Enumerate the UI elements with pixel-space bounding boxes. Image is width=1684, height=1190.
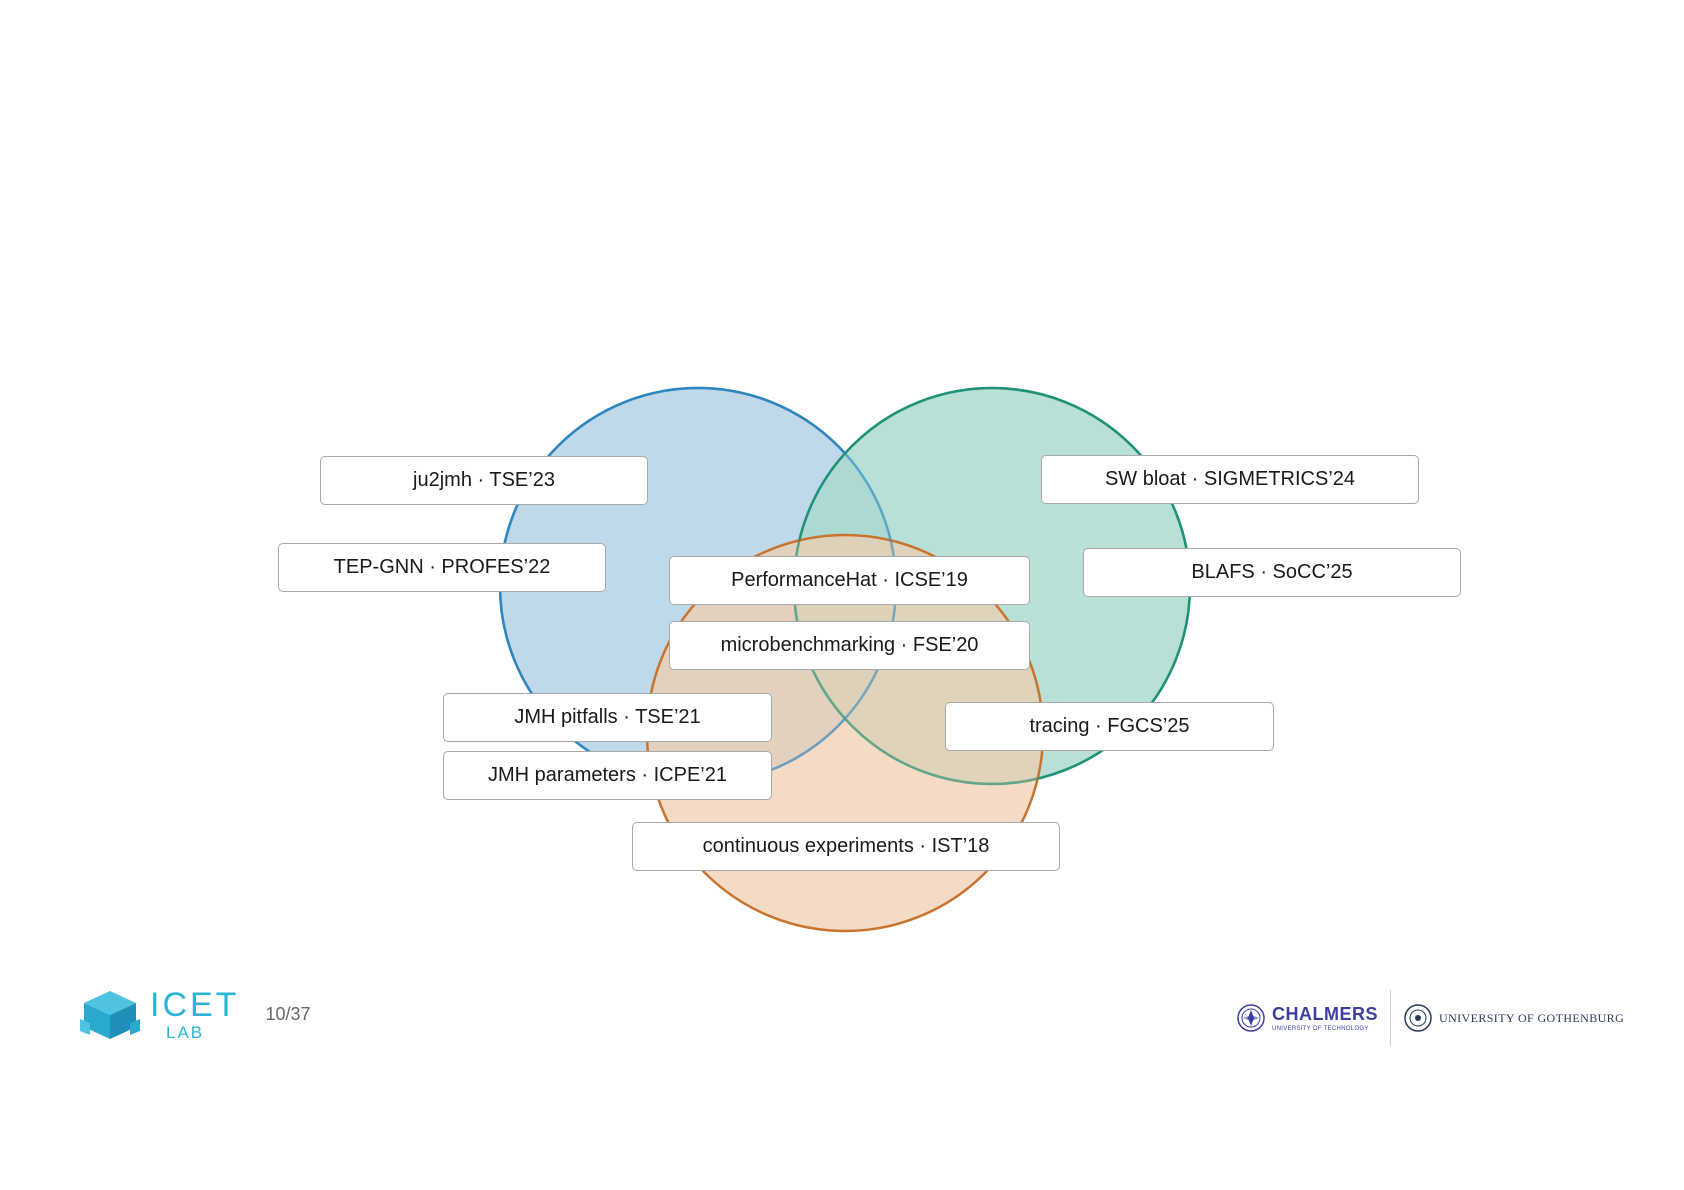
chalmers-subtitle: UNIVERSITY OF TECHNOLOGY — [1272, 1025, 1369, 1032]
gu-logo: UNIVERSITY OF GOTHENBURG — [1403, 1003, 1624, 1033]
chalmers-seal-icon — [1237, 1004, 1265, 1032]
footer-divider — [1390, 990, 1391, 1046]
pub-jmh-parameters: JMH parameters · ICPE’21 — [443, 751, 772, 800]
pub-microbenchmarking: microbenchmarking · FSE’20 — [669, 621, 1030, 670]
pub-tep-gnn: TEP-GNN · PROFES’22 — [278, 543, 606, 592]
icet-sub-wordmark: LAB — [166, 1023, 205, 1042]
pub-tracing: tracing · FGCS’25 — [945, 702, 1274, 751]
footer-right: CHALMERS UNIVERSITY OF TECHNOLOGY UNIVER… — [1236, 990, 1624, 1046]
page-number: 10/37 — [265, 1004, 311, 1024]
pub-ju2jmh: ju2jmh · TSE’23 — [320, 456, 648, 505]
gu-wordmark: UNIVERSITY OF GOTHENBURG — [1439, 1010, 1625, 1025]
cube-icon — [80, 990, 140, 1039]
footer-left: ICET LAB 10/37 — [80, 988, 311, 1041]
pub-blafs: BLAFS · SoCC’25 — [1083, 548, 1461, 597]
icet-wordmark: ICET — [150, 986, 240, 1024]
pub-performancehat: PerformanceHat · ICSE’19 — [669, 556, 1030, 605]
gu-seal-icon — [1404, 1004, 1432, 1032]
chalmers-logo: CHALMERS UNIVERSITY OF TECHNOLOGY — [1236, 1003, 1378, 1033]
pub-sw-bloat: SW bloat · SIGMETRICS’24 — [1041, 455, 1419, 504]
chalmers-wordmark: CHALMERS — [1272, 1003, 1378, 1024]
icet-logo: ICET LAB — [80, 988, 239, 1041]
pub-jmh-pitfalls: JMH pitfalls · TSE’21 — [443, 693, 772, 742]
pub-continuous-experiments: continuous experiments · IST’18 — [632, 822, 1060, 871]
